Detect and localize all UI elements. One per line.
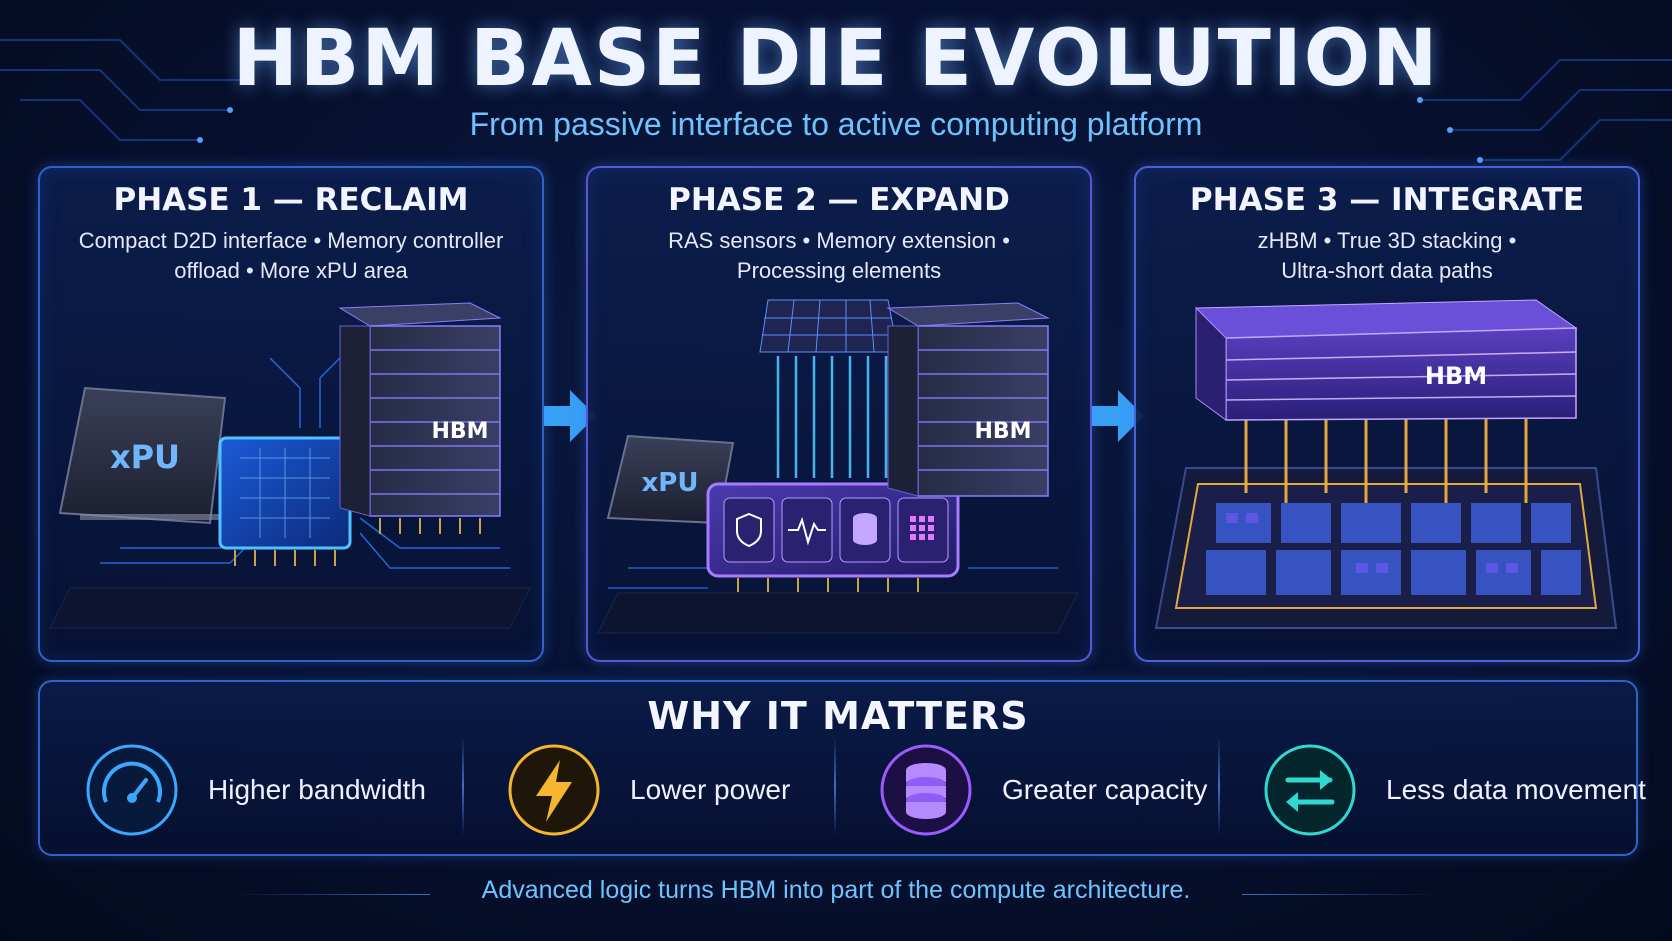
database-icon: [880, 744, 972, 836]
hbm-label: HBM: [1425, 362, 1487, 390]
phase-2-panel: PHASE 2 — EXPAND RAS sensors • Memory ex…: [586, 166, 1092, 662]
xpu-chip: xPU: [58, 386, 227, 525]
page-subtitle: From passive interface to active computi…: [469, 106, 1203, 142]
memory-extension-module: [759, 299, 899, 478]
phase-1-desc-line1: Compact D2D interface • Memory controlle…: [78, 228, 504, 253]
phase-3-description: zHBM • True 3D stacking • Ultra-short da…: [1156, 226, 1618, 286]
hbm-label: HBM: [431, 419, 488, 444]
hbm-stack: HBM: [886, 302, 1050, 497]
phase-1-title: PHASE 1 — RECLAIM: [113, 182, 469, 218]
benefit-label: Higher bandwidth: [208, 774, 426, 805]
phase-3-desc-line2: Ultra-short data paths: [1281, 258, 1493, 283]
arrow-right-icon: [544, 390, 596, 442]
benefit-label: Greater capacity: [1002, 774, 1208, 805]
xpu-chip: xPU: [606, 434, 735, 525]
speedometer-icon: [86, 744, 178, 836]
footer-line-right: [1242, 894, 1442, 895]
phase-3-illustration: HBM: [1154, 299, 1618, 629]
phase-2-desc-line1: RAS sensors • Memory extension •: [668, 228, 1010, 253]
phase-2-desc-line2: Processing elements: [736, 258, 942, 283]
page-title: HBM BASE DIE EVOLUTION: [232, 14, 1440, 104]
hbm-label: HBM: [974, 419, 1031, 444]
why-it-matters-panel: WHY IT MATTERS Higher bandwidth Lower po…: [38, 680, 1646, 856]
divider: [462, 736, 464, 836]
divider: [834, 736, 836, 836]
footer-line-left: [230, 894, 430, 895]
hbm-stack: HBM: [338, 302, 502, 534]
divider: [1218, 736, 1220, 836]
phase-1-panel: PHASE 1 — RECLAIM Compact D2D interface …: [38, 166, 544, 662]
swap-arrows-icon: [1264, 744, 1356, 836]
xpu-label: xPU: [642, 468, 699, 498]
benefit-label: Lower power: [630, 774, 791, 805]
phase-2-illustration: xPU: [597, 299, 1079, 634]
phase-1-description: Compact D2D interface • Memory controlle…: [60, 226, 522, 286]
xpu-label: xPU: [110, 438, 180, 476]
arrow-right-icon: [1092, 390, 1144, 442]
shield-icon: [736, 512, 762, 548]
phase-3-desc-line1: zHBM • True 3D stacking •: [1257, 228, 1517, 253]
phase-3-panel: PHASE 3 — INTEGRATE zHBM • True 3D stack…: [1134, 166, 1640, 662]
logic-die: [1154, 467, 1618, 629]
lightning-icon: [508, 744, 600, 836]
benefit-label: Less data movement: [1386, 774, 1646, 805]
footer-caption: Advanced logic turns HBM into part of th…: [481, 876, 1191, 904]
phase-2-description: RAS sensors • Memory extension • Process…: [608, 226, 1070, 286]
phase-3-title: PHASE 3 — INTEGRATE: [1189, 182, 1585, 218]
phase-2-title: PHASE 2 — EXPAND: [668, 182, 1010, 218]
base-die-chip: [218, 436, 352, 566]
base-die-chip: [706, 482, 960, 592]
database-icon: [853, 513, 877, 545]
grid-icon: [910, 516, 934, 540]
hbm-stack: HBM: [1194, 299, 1578, 421]
phase-1-desc-line2: offload • More xPU area: [174, 258, 408, 283]
phase-1-illustration: xPU: [49, 302, 531, 629]
why-title: WHY IT MATTERS: [647, 694, 1029, 738]
waveform-icon: [788, 516, 826, 546]
